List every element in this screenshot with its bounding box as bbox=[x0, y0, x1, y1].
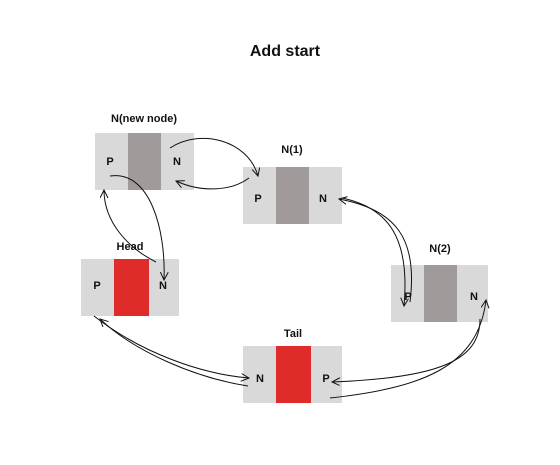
arrow-head-prev-to-tail bbox=[93, 315, 249, 378]
node-head-label: Head bbox=[117, 241, 144, 253]
node-head-prev-cell bbox=[81, 259, 114, 316]
node-new: N(new node) P N bbox=[95, 113, 194, 190]
arrow-head-prev-to-new bbox=[104, 190, 157, 263]
node-new-prev-cell bbox=[95, 133, 128, 190]
node-new-prev-label: P bbox=[106, 156, 113, 168]
node-n2-next-label: N bbox=[470, 291, 478, 303]
arrow-n1-next-to-n2 bbox=[341, 197, 405, 306]
node-tail: Tail N P bbox=[243, 328, 342, 403]
arrow-n2-prev-to-n1 bbox=[339, 199, 413, 303]
node-tail-prev-cell bbox=[311, 346, 342, 403]
node-n1-prev-label: P bbox=[254, 193, 261, 205]
node-n2-next-cell bbox=[457, 265, 488, 322]
node-n2-prev-label: P bbox=[404, 291, 411, 303]
node-tail-label: Tail bbox=[284, 328, 302, 340]
node-tail-next-label: N bbox=[256, 373, 264, 385]
node-new-label: N(new node) bbox=[111, 113, 177, 125]
node-n2: N(2) P N bbox=[391, 243, 488, 322]
node-new-data-cell bbox=[128, 133, 161, 190]
node-n2-prev-cell bbox=[391, 265, 424, 322]
node-tail-prev-label: P bbox=[322, 373, 329, 385]
diagram-title: Add start bbox=[250, 43, 321, 60]
node-n1-label: N(1) bbox=[281, 144, 303, 156]
node-head-data-cell bbox=[114, 259, 149, 316]
node-n1-data-cell bbox=[276, 167, 309, 224]
node-head-next-label: N bbox=[159, 280, 167, 292]
arrow-n2-next-to-tail bbox=[332, 318, 481, 382]
node-tail-data-cell bbox=[276, 346, 311, 403]
node-n1: N(1) P N bbox=[243, 144, 342, 224]
arrow-new-prev-to-head bbox=[109, 175, 164, 280]
arrow-n1-prev-to-new bbox=[176, 177, 250, 190]
node-n2-data-cell bbox=[424, 265, 457, 322]
arrow-tail-prev-to-n2 bbox=[329, 300, 486, 399]
arrow-new-next-to-n1 bbox=[169, 137, 258, 176]
arrow-tail-next-to-head bbox=[100, 319, 249, 387]
node-n1-next-label: N bbox=[319, 193, 327, 205]
node-new-next-label: N bbox=[173, 156, 181, 168]
node-n2-label: N(2) bbox=[429, 243, 451, 255]
node-head-prev-label: P bbox=[93, 280, 100, 292]
node-n1-next-cell bbox=[309, 167, 342, 224]
